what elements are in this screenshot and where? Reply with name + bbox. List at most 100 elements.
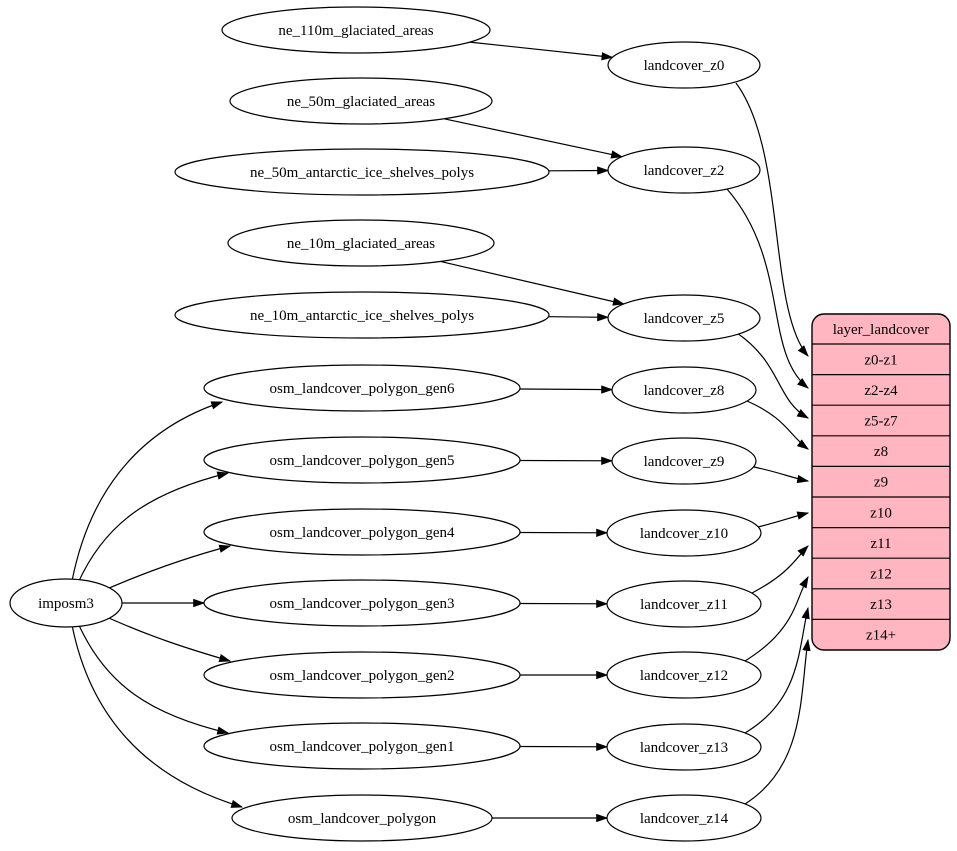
node-ellipse-ne_50m_glaciated_areas <box>229 77 493 125</box>
table-row-z9: z9 <box>874 475 888 491</box>
table-title: layer_landcover <box>833 322 930 338</box>
node-ellipse-landcover_z5 <box>607 294 761 342</box>
node-ellipse-landcover_z9 <box>611 437 757 485</box>
node-osm_landcover_polygon_gen5: osm_landcover_polygon_gen5 <box>203 436 521 484</box>
node-landcover_z8: landcover_z8 <box>611 366 757 414</box>
node-ellipse-osm_landcover_polygon_gen3 <box>203 579 521 627</box>
table-layer_landcover: layer_landcover z0-z1 z2-z4 z5-z7 z8 z9 z10 z11… <box>811 313 951 651</box>
node-label-ne_10m_antarctic_ice_shelves_polys: ne_10m_antarctic_ice_shelves_polys <box>250 308 474 324</box>
node-ne_110m_glaciated_areas: ne_110m_glaciated_areas <box>221 6 491 54</box>
node-ellipse-landcover_z10 <box>606 509 762 557</box>
table-row-z2-z4: z2-z4 <box>864 383 898 399</box>
table-row-z12: z12 <box>870 567 892 583</box>
node-label-osm_landcover_polygon_gen6: osm_landcover_polygon_gen6 <box>270 381 455 397</box>
node-ellipse-osm_landcover_polygon_gen2 <box>203 651 521 699</box>
table-row-z0-z1: z0-z1 <box>864 352 897 368</box>
table-row-z11: z11 <box>870 536 891 552</box>
node-ellipse-ne_110m_glaciated_areas <box>221 6 491 54</box>
node-ellipse-osm_landcover_polygon_gen4 <box>203 508 521 556</box>
node-ne_10m_antarctic_ice_shelves_polys: ne_10m_antarctic_ice_shelves_polys <box>174 291 550 339</box>
node-osm_landcover_polygon_gen4: osm_landcover_polygon_gen4 <box>203 508 521 556</box>
node-label-osm_landcover_polygon_gen2: osm_landcover_polygon_gen2 <box>270 668 455 684</box>
node-ne_50m_antarctic_ice_shelves_polys: ne_50m_antarctic_ice_shelves_polys <box>174 148 550 196</box>
table-row-z13: z13 <box>870 597 892 613</box>
node-ellipse-landcover_z12 <box>606 651 762 699</box>
node-landcover_z14: landcover_z14 <box>606 794 762 842</box>
node-osm_landcover_polygon: osm_landcover_polygon <box>231 794 493 842</box>
node-ellipse-ne_10m_glaciated_areas <box>227 219 495 267</box>
node-label-osm_landcover_polygon_gen3: osm_landcover_polygon_gen3 <box>270 596 455 612</box>
node-ellipse-osm_landcover_polygon <box>231 794 493 842</box>
node-label-ne_110m_glaciated_areas: ne_110m_glaciated_areas <box>278 23 433 39</box>
node-landcover_z12: landcover_z12 <box>606 651 762 699</box>
node-label-osm_landcover_polygon_gen5: osm_landcover_polygon_gen5 <box>270 453 455 469</box>
node-label-landcover_z13: landcover_z13 <box>640 740 728 756</box>
node-label-landcover_z11: landcover_z11 <box>640 597 728 613</box>
node-osm_landcover_polygon_gen1: osm_landcover_polygon_gen1 <box>203 722 521 770</box>
table-row-z14+: z14+ <box>866 628 896 644</box>
node-label-osm_landcover_polygon_gen4: osm_landcover_polygon_gen4 <box>270 525 455 541</box>
edge-imposm3-to-osm_landcover_polygon_gen6 <box>71 401 224 582</box>
edge-landcover_z2-to-layer_landcover-z2-z4 <box>726 188 809 389</box>
table-row-z10: z10 <box>870 505 892 521</box>
table-body <box>811 313 951 651</box>
node-ellipse-landcover_z2 <box>607 146 761 194</box>
node-ellipse-landcover_z13 <box>606 723 762 771</box>
node-label-landcover_z12: landcover_z12 <box>640 668 728 684</box>
node-landcover_z11: landcover_z11 <box>606 580 762 628</box>
table-row-z5-z7: z5-z7 <box>864 414 898 430</box>
node-ellipse-landcover_z11 <box>606 580 762 628</box>
edge-landcover_z11-to-layer_landcover-z11 <box>751 545 809 594</box>
node-ellipse-osm_landcover_polygon_gen5 <box>203 436 521 484</box>
node-ellipse-landcover_z0 <box>607 41 761 89</box>
node-label-osm_landcover_polygon: osm_landcover_polygon <box>288 811 437 827</box>
node-landcover_z10: landcover_z10 <box>606 509 762 557</box>
edge-landcover_z0-to-layer_landcover-z0-z1 <box>735 82 809 357</box>
node-imposm3: imposm3 <box>9 578 123 628</box>
node-ellipse-osm_landcover_polygon_gen6 <box>203 364 521 412</box>
node-label-ne_50m_antarctic_ice_shelves_polys: ne_50m_antarctic_ice_shelves_polys <box>250 165 474 181</box>
edge-landcover_z13-to-layer_landcover-z13 <box>744 606 810 734</box>
edge-imposm3-to-osm_landcover_polygon_gen4 <box>99 544 232 593</box>
table-row-z8: z8 <box>874 444 888 460</box>
edge-landcover_z5-to-layer_landcover-z5-z7 <box>736 332 810 419</box>
node-landcover_z5: landcover_z5 <box>607 294 761 342</box>
node-ellipse-osm_landcover_polygon_gen1 <box>203 722 521 770</box>
edge-ne_10m_glaciated_areas-to-landcover_z5 <box>440 260 625 306</box>
edge-imposm3-to-osm_landcover_polygon <box>71 624 244 808</box>
node-ellipse-landcover_z14 <box>606 794 762 842</box>
edge-landcover_z9-to-layer_landcover-z9 <box>753 466 810 484</box>
edge-ne_50m_glaciated_areas-to-landcover_z2 <box>444 118 624 159</box>
node-landcover_z0: landcover_z0 <box>607 41 761 89</box>
node-landcover_z9: landcover_z9 <box>611 437 757 485</box>
node-label-ne_10m_glaciated_areas: ne_10m_glaciated_areas <box>287 236 435 252</box>
node-osm_landcover_polygon_gen3: osm_landcover_polygon_gen3 <box>203 579 521 627</box>
node-label-landcover_z8: landcover_z8 <box>644 383 725 399</box>
node-label-landcover_z2: landcover_z2 <box>644 163 725 179</box>
node-label-ne_50m_glaciated_areas: ne_50m_glaciated_areas <box>287 94 435 110</box>
node-ne_10m_glaciated_areas: ne_10m_glaciated_areas <box>227 219 495 267</box>
node-osm_landcover_polygon_gen6: osm_landcover_polygon_gen6 <box>203 364 521 412</box>
node-ellipse-landcover_z8 <box>611 366 757 414</box>
edge-landcover_z8-to-layer_landcover-z8 <box>746 400 809 450</box>
edge-ne_10m_antarctic_ice_shelves_polys-to-landcover_z5 <box>548 312 610 322</box>
node-label-osm_landcover_polygon_gen1: osm_landcover_polygon_gen1 <box>270 739 455 755</box>
node-label-landcover_z9: landcover_z9 <box>644 454 725 470</box>
edge-imposm3-to-osm_landcover_polygon_gen5 <box>77 471 230 584</box>
node-label-landcover_z10: landcover_z10 <box>640 526 728 542</box>
node-ne_50m_glaciated_areas: ne_50m_glaciated_areas <box>229 77 493 125</box>
edge-landcover_z14-to-layer_landcover-z14+ <box>744 638 811 805</box>
node-ellipse-ne_10m_antarctic_ice_shelves_polys <box>174 291 550 339</box>
node-label-landcover_z14: landcover_z14 <box>640 811 729 827</box>
node-landcover_z13: landcover_z13 <box>606 723 762 771</box>
node-landcover_z2: landcover_z2 <box>607 146 761 194</box>
node-label-imposm3: imposm3 <box>38 596 94 612</box>
edge-osm_landcover_polygon_gen6-to-landcover_z8 <box>519 385 614 394</box>
node-label-landcover_z0: landcover_z0 <box>644 58 725 74</box>
node-label-landcover_z5: landcover_z5 <box>644 311 725 327</box>
node-osm_landcover_polygon_gen2: osm_landcover_polygon_gen2 <box>203 651 521 699</box>
edge-ne_110m_glaciated_areas-to-landcover_z0 <box>469 41 614 61</box>
edge-landcover_z12-to-layer_landcover-z12 <box>744 575 809 662</box>
node-ellipse-imposm3 <box>9 578 123 628</box>
